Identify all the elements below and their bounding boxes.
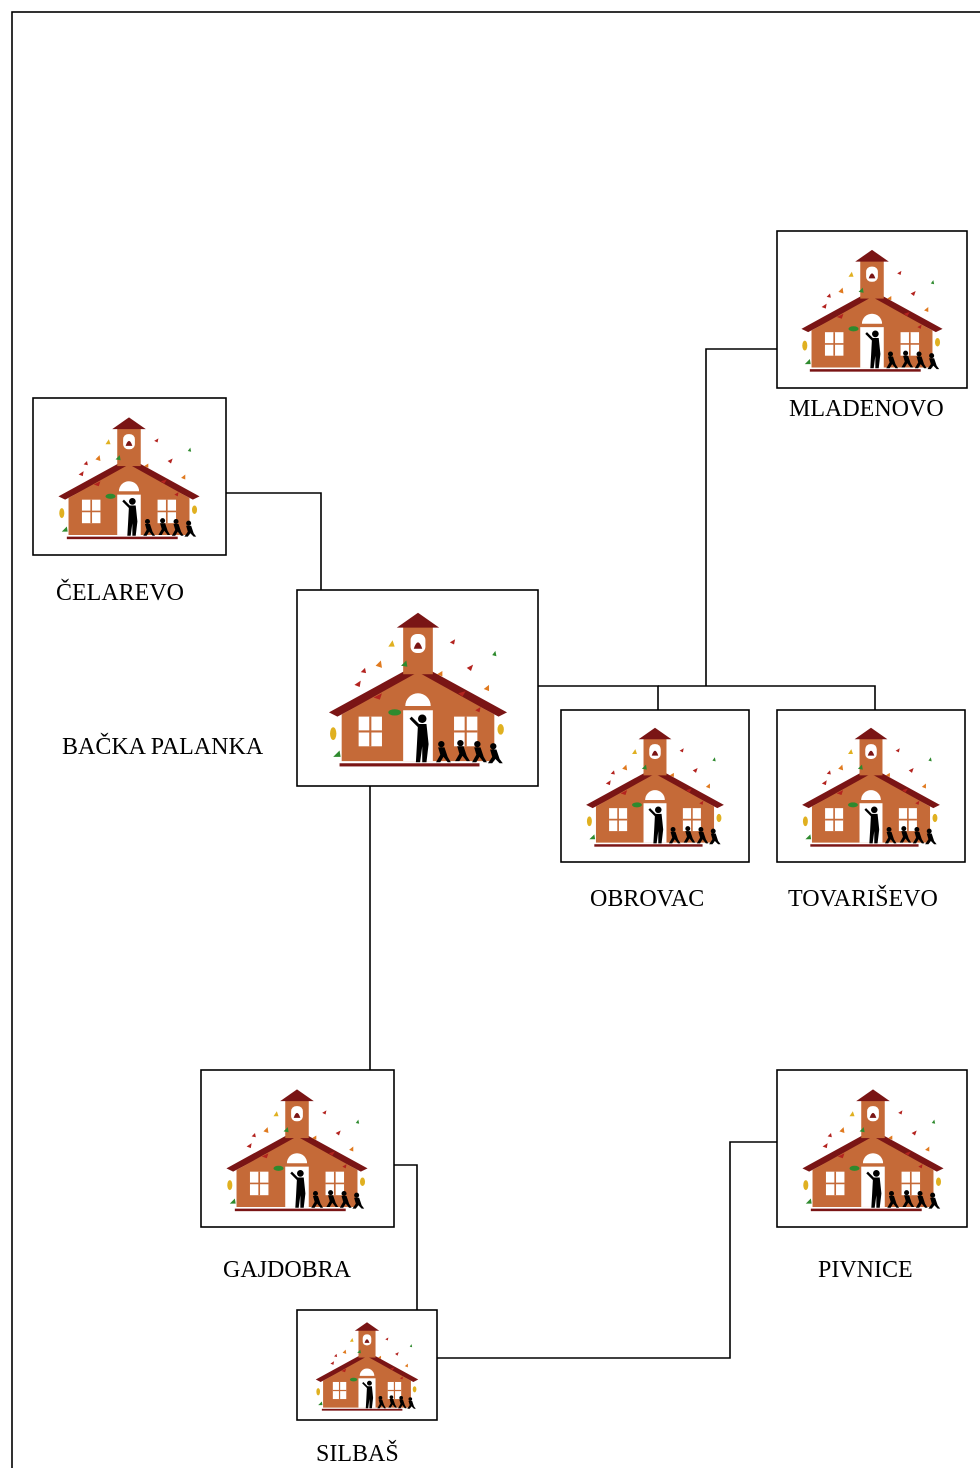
page-border (11, 11, 980, 1468)
node-mladenovo: MLADENOVO (776, 230, 968, 422)
node-backa-palanka: BAČKA PALANKA (62, 589, 539, 787)
connector-backa-palanka-to-tovarisevo (658, 685, 876, 710)
node-silbas: SILBAŠ (296, 1309, 438, 1467)
connector-silbas-to-pivnice (437, 1141, 777, 1359)
node-pivnice: PIVNICE (776, 1069, 968, 1283)
node-label-silbas: SILBAŠ (316, 1440, 399, 1467)
connector-backa-palanka-to-obrovac (538, 685, 659, 710)
node-gajdobra: GAJDOBRA (200, 1069, 395, 1283)
node-label-obrovac: OBROVAC (590, 886, 704, 912)
node-label-gajdobra: GAJDOBRA (223, 1257, 352, 1283)
node-label-tovarisevo: TOVARIŠEVO (788, 885, 938, 912)
connector-backa-palanka-to-mladenovo (705, 348, 777, 686)
node-label-backa-palanka: BAČKA PALANKA (62, 733, 264, 760)
node-label-pivnice: PIVNICE (818, 1257, 913, 1283)
node-label-mladenovo: MLADENOVO (789, 396, 944, 422)
node-obrovac: OBROVAC (560, 709, 750, 912)
connector-gajdobra-to-silbas (394, 1164, 418, 1310)
node-label-celarevo: ČELAREVO (56, 579, 184, 606)
connector-lines (226, 348, 876, 1359)
connector-celarevo-to-backa-palanka (226, 492, 322, 590)
node-tovarisevo: TOVARIŠEVO (776, 709, 966, 912)
node-celarevo: ČELAREVO (32, 397, 227, 606)
